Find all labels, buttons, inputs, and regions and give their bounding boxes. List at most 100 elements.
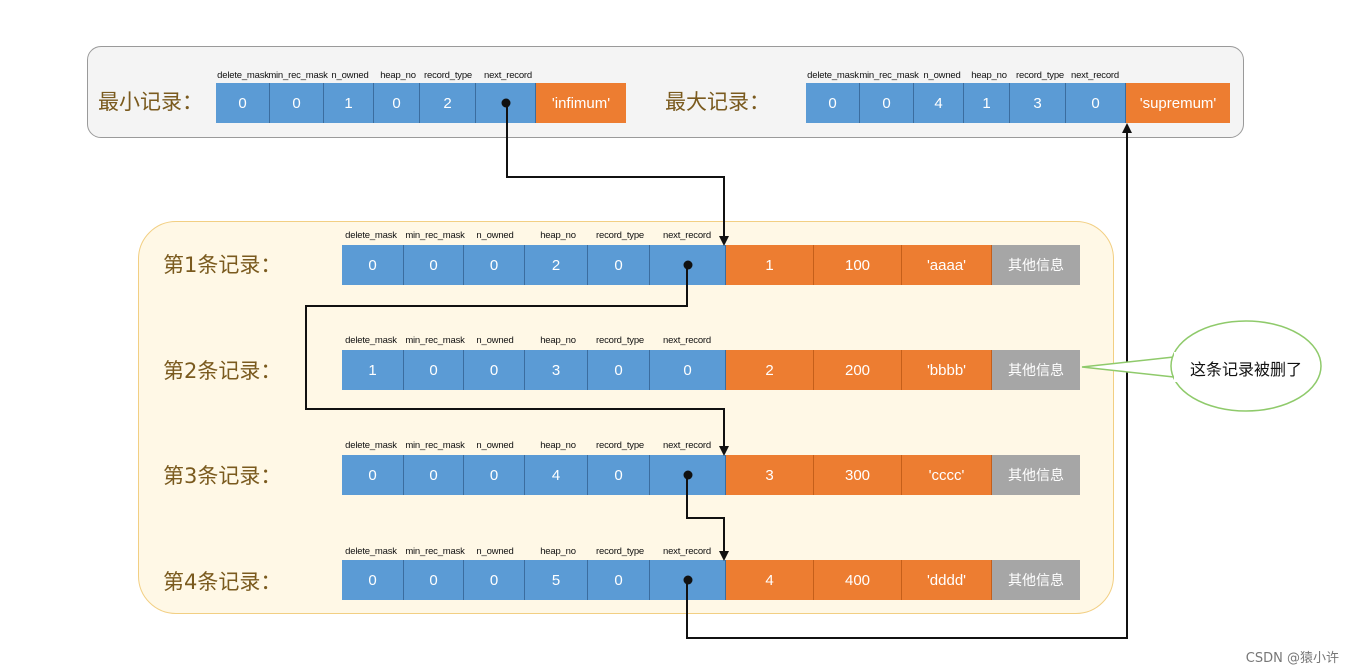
data-cell: 1 (726, 245, 814, 285)
record-4-row: 0 0 0 5 0 4 400 'dddd' 其他信息 (342, 560, 1080, 600)
field-header: next_record (1071, 70, 1119, 81)
other-info-cell: 其他信息 (992, 560, 1080, 600)
field-header: record_type (424, 70, 472, 81)
field-cell: 0 (374, 83, 420, 123)
data-cell: 100 (814, 245, 902, 285)
field-cell: 0 (342, 455, 404, 495)
field-header: record_type (596, 440, 644, 451)
max-record-row: 0 0 4 1 3 0 'supremum' (806, 83, 1230, 123)
field-header: n_owned (476, 335, 514, 346)
field-header: delete_mask (345, 440, 397, 451)
field-header: delete_mask (345, 230, 397, 241)
field-cell: 0 (806, 83, 860, 123)
field-header: min_rec_mask (405, 335, 465, 346)
field-cell: 0 (464, 560, 525, 600)
other-info-cell: 其他信息 (992, 455, 1080, 495)
field-cell: 5 (525, 560, 588, 600)
field-cell: 3 (525, 350, 588, 390)
field-cell: 1 (342, 350, 404, 390)
field-header: heap_no (540, 230, 576, 241)
field-header: n_owned (476, 230, 514, 241)
field-cell: 0 (588, 350, 650, 390)
data-cell: 3 (726, 455, 814, 495)
field-cell: 0 (588, 455, 650, 495)
field-cell: 2 (420, 83, 476, 123)
record-3-label: 第3条记录： (163, 464, 282, 488)
field-header: min_rec_mask (859, 70, 919, 81)
data-cell: 'bbbb' (902, 350, 992, 390)
record-2-label: 第2条记录： (163, 359, 282, 383)
field-cell: 2 (525, 245, 588, 285)
record-2-row: 1 0 0 3 0 0 2 200 'bbbb' 其他信息 (342, 350, 1080, 390)
field-header: delete_mask (807, 70, 859, 81)
field-cell: 0 (404, 560, 464, 600)
field-header: heap_no (540, 546, 576, 557)
field-header: delete_mask (217, 70, 269, 81)
field-header: min_rec_mask (405, 440, 465, 451)
field-header: next_record (663, 335, 711, 346)
min-record-row: 0 0 1 0 2 'infimum' (216, 83, 626, 123)
field-cell: 0 (216, 83, 270, 123)
field-header: next_record (663, 230, 711, 241)
field-header: n_owned (331, 70, 369, 81)
user-records-panel (138, 221, 1114, 614)
field-cell: 0 (588, 245, 650, 285)
record-1-row: 0 0 0 2 0 1 100 'aaaa' 其他信息 (342, 245, 1080, 285)
field-cell: 4 (914, 83, 964, 123)
next-record-cell: 0 (650, 350, 726, 390)
field-header: heap_no (540, 440, 576, 451)
callout-text: 这条记录被删了 (1189, 360, 1302, 379)
data-cell: 'aaaa' (902, 245, 992, 285)
record-4-label: 第4条记录： (163, 570, 282, 594)
field-cell: 3 (1010, 83, 1066, 123)
field-header: n_owned (476, 440, 514, 451)
infimum-cell: 'infimum' (536, 83, 626, 123)
field-cell: 0 (342, 560, 404, 600)
field-cell: 0 (342, 245, 404, 285)
field-cell: 1 (964, 83, 1010, 123)
data-cell: 300 (814, 455, 902, 495)
next-record-cell: 0 (1066, 83, 1126, 123)
field-header: min_rec_mask (268, 70, 328, 81)
field-header: record_type (1016, 70, 1064, 81)
other-info-cell: 其他信息 (992, 350, 1080, 390)
data-cell: 200 (814, 350, 902, 390)
pointer-dot (501, 98, 510, 108)
link-record-3-to-record-4 (686, 475, 729, 561)
field-header: delete_mask (345, 335, 397, 346)
field-cell: 0 (404, 350, 464, 390)
field-header: delete_mask (345, 546, 397, 557)
link-record-1-to-record-3 (305, 265, 729, 456)
data-cell: 'dddd' (902, 560, 992, 600)
min-record-label: 最小记录： (98, 90, 203, 114)
field-header: next_record (663, 546, 711, 557)
field-cell: 0 (404, 245, 464, 285)
field-cell: 0 (464, 455, 525, 495)
link-infimum-to-record-1 (506, 103, 729, 246)
field-cell: 0 (860, 83, 914, 123)
other-info-cell: 其他信息 (992, 245, 1080, 285)
field-header: next_record (484, 70, 532, 81)
field-header: next_record (663, 440, 711, 451)
field-cell: 0 (464, 350, 525, 390)
field-header: n_owned (923, 70, 961, 81)
field-header: record_type (596, 230, 644, 241)
field-header: n_owned (476, 546, 514, 557)
field-cell: 0 (404, 455, 464, 495)
watermark: CSDN @猿小许 (1245, 651, 1339, 666)
field-cell: 0 (270, 83, 324, 123)
record-1-label: 第1条记录： (163, 253, 282, 277)
data-cell: 400 (814, 560, 902, 600)
field-cell: 0 (588, 560, 650, 600)
field-header: record_type (596, 546, 644, 557)
supremum-cell: 'supremum' (1126, 83, 1230, 123)
data-cell: 2 (726, 350, 814, 390)
link-record-4-to-supremum (686, 123, 1132, 639)
data-cell: 4 (726, 560, 814, 600)
field-cell: 1 (324, 83, 374, 123)
deleted-record-callout (1081, 320, 1322, 412)
field-header: heap_no (971, 70, 1007, 81)
field-header: heap_no (380, 70, 416, 81)
field-header: min_rec_mask (405, 546, 465, 557)
